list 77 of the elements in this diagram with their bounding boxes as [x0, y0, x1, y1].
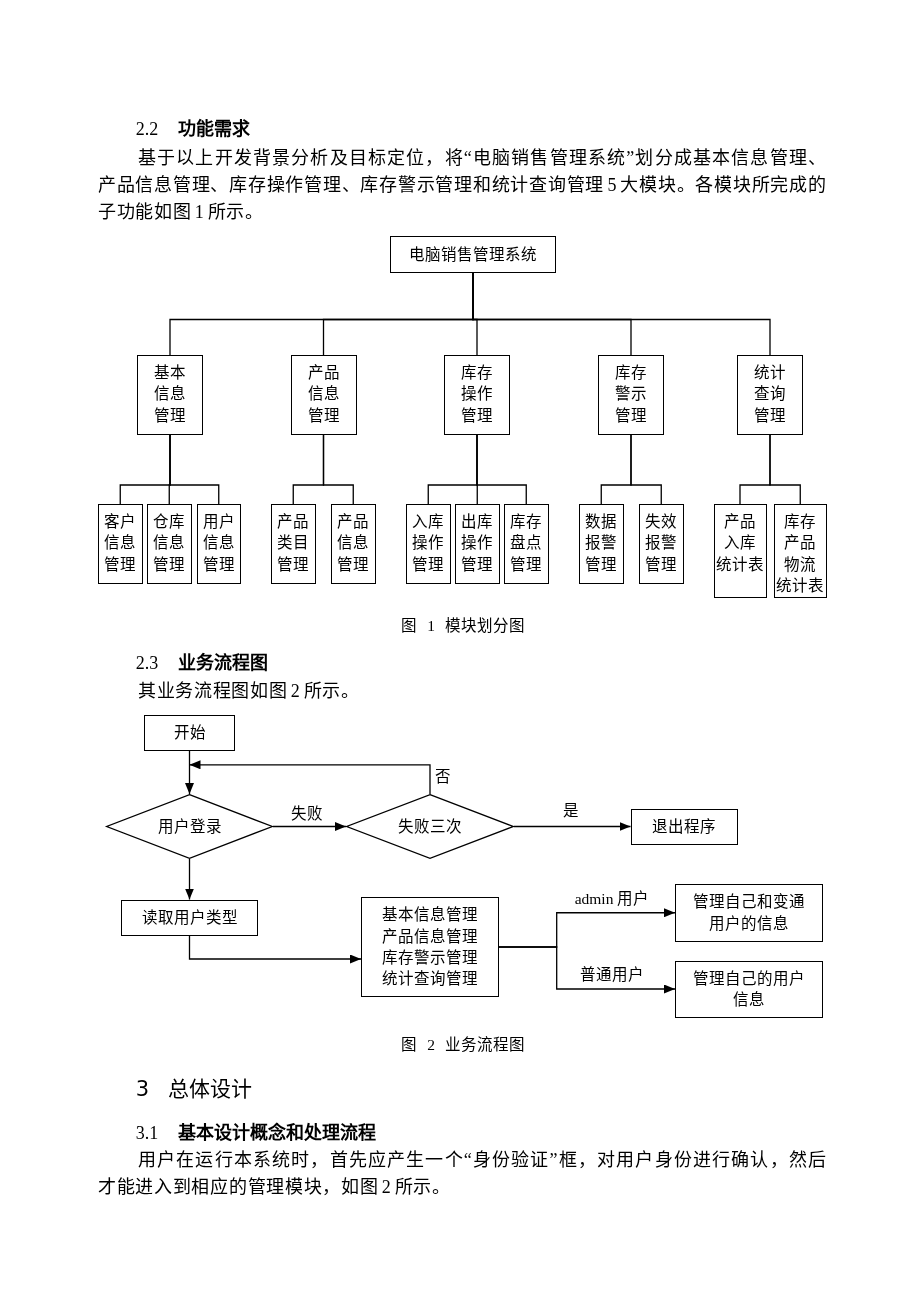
node-label: 产品入库统计表	[716, 512, 764, 575]
module-box	[290, 355, 357, 435]
submodule-box	[196, 504, 241, 584]
submodule-box	[773, 504, 827, 598]
submodule-box	[331, 504, 376, 584]
arrow	[497, 946, 676, 994]
section-heading: 2.3 业务流程图	[135, 651, 269, 675]
edge-label: 失败	[288, 803, 325, 824]
body-paragraph: 用户在运行本系统时，首先应产生一个“身份验证”框，对用户身份进行确认，然后才能进入到相应的管理模块，如图 2 所示。	[98, 1148, 827, 1199]
node-label: 库存产品物流统计表	[776, 512, 825, 596]
decision-diamond	[106, 794, 273, 859]
node-label: 出库操作管理	[461, 512, 494, 575]
decision-diamond	[346, 794, 514, 859]
node-label: 库存盘点管理	[510, 512, 543, 575]
node-label: 库存警示管理	[615, 363, 647, 426]
submodule-box	[504, 504, 549, 584]
node-label: 客户信息管理	[104, 512, 137, 575]
submodule-box	[98, 504, 143, 584]
node-label: 产品类目管理	[277, 512, 310, 575]
system-box	[390, 236, 556, 273]
submodule-box	[455, 504, 500, 584]
node-label: 统计查询管理	[381, 969, 478, 990]
node-label: 管理自己的用户信息	[692, 968, 805, 1010]
submodule-box	[406, 504, 451, 584]
body-paragraph: 其业务流程图如图 2 所示。	[137, 679, 361, 703]
process-box	[675, 884, 823, 942]
node-label: 基本信息管理	[154, 363, 186, 426]
node-label: 产品信息管理	[381, 926, 478, 947]
node-label: 入库操作管理	[412, 512, 445, 575]
arrow	[188, 760, 431, 795]
arrow	[188, 934, 362, 964]
submodule-box	[271, 504, 316, 584]
node-label: 库存操作管理	[461, 363, 493, 426]
submodule-box	[579, 504, 624, 584]
node-label: 产品信息管理	[337, 512, 370, 575]
node-label: 退出程序	[652, 817, 717, 838]
arrow	[185, 750, 194, 795]
section-heading: 3.1 基本设计概念和处理流程	[135, 1121, 377, 1146]
body-paragraph: 基于以上开发背景分析及目标定位，将“电脑销售管理系统”划分成基本信息管理、产品信息管理、库存操作管理、库存警示管理和统计查询管理 5 大模块。各模块所完成的子功能如图 1 所示。	[98, 147, 827, 224]
process-box	[361, 897, 499, 997]
module-box	[444, 355, 510, 435]
process-box	[144, 715, 235, 751]
submodule-box	[147, 504, 192, 584]
node-label: 失败三次	[398, 816, 462, 837]
figure-caption: 图 2 业务流程图	[401, 1035, 525, 1056]
node-label: 电脑销售管理系统	[409, 244, 537, 265]
process-box	[121, 899, 258, 936]
process-box	[675, 960, 823, 1018]
node-label: 产品信息管理	[307, 363, 340, 426]
process-box	[630, 808, 738, 845]
section-heading: 2.2 功能需求	[135, 117, 251, 141]
arrow	[513, 822, 632, 831]
node-label: 管理自己和变通用户的信息	[692, 892, 805, 934]
chapter-heading: 3 总体设计	[135, 1075, 252, 1103]
node-label: 用户信息管理	[202, 512, 235, 575]
connector-line	[169, 434, 220, 505]
node-label: 基本信息管理	[381, 905, 478, 926]
node-label: 失效报警管理	[645, 512, 678, 575]
module-box	[137, 355, 203, 435]
module-box	[598, 355, 664, 435]
submodule-box	[713, 504, 767, 598]
connector-line	[630, 434, 662, 505]
node-label: 统计查询管理	[754, 363, 786, 426]
node-label: 仓库信息管理	[153, 512, 186, 575]
submodule-box	[639, 504, 684, 584]
node-label: 读取用户类型	[141, 907, 238, 928]
arrow	[272, 822, 347, 831]
connector-line	[322, 434, 354, 505]
connector-line	[476, 434, 527, 505]
node-label: 开始	[173, 723, 206, 744]
node-label: 库存警示管理	[381, 948, 478, 968]
arrow	[185, 858, 194, 901]
module-box	[737, 355, 803, 435]
node-label: 用户登录	[157, 816, 222, 837]
figure-caption: 图 1 模块划分图	[401, 615, 525, 636]
connector-line	[769, 434, 801, 505]
node-label: 数据报警管理	[585, 512, 618, 575]
